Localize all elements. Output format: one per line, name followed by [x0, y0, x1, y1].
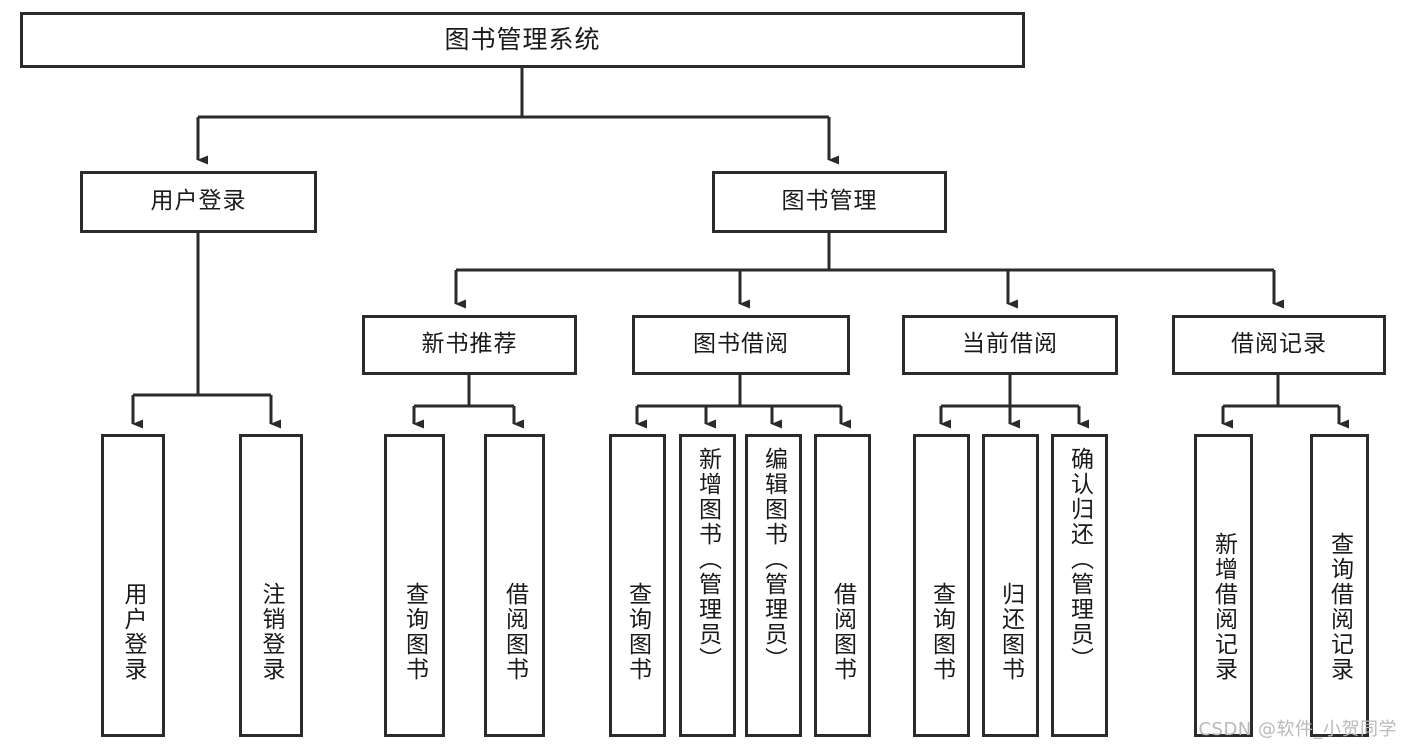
- node-label: 图书管理: [781, 188, 878, 215]
- node-book-borrow[interactable]: 图书借阅: [632, 315, 850, 375]
- node-borrow-records[interactable]: 借阅记录: [1172, 315, 1386, 375]
- node-user-login[interactable]: 用户登录: [80, 171, 317, 233]
- node-label: 借阅图书: [501, 582, 528, 682]
- node-label: 新增借阅记录: [1210, 532, 1237, 682]
- node-label: 查询图书: [401, 582, 428, 682]
- node-label: 查询图书: [624, 582, 651, 682]
- node-label: 确认归还（管理员）: [1066, 447, 1093, 672]
- leaf-new-book-query[interactable]: 查询图书: [384, 434, 445, 737]
- leaf-records-query-record[interactable]: 查询借阅记录: [1310, 434, 1369, 737]
- leaf-borrow-borrow-book[interactable]: 借阅图书: [814, 434, 871, 737]
- node-label: 编辑图书（管理员）: [760, 447, 787, 672]
- node-label: 新书推荐: [421, 331, 518, 358]
- node-label: 当前借阅: [962, 331, 1058, 358]
- leaf-records-add-record[interactable]: 新增借阅记录: [1194, 434, 1253, 737]
- node-label: 新增图书（管理员）: [694, 447, 721, 672]
- node-label: 图书管理系统: [444, 25, 601, 55]
- node-root-system[interactable]: 图书管理系统: [20, 12, 1025, 68]
- node-label: 查询图书: [928, 582, 955, 682]
- node-label: 注销登录: [258, 582, 285, 682]
- node-current-borrow[interactable]: 当前借阅: [902, 315, 1118, 375]
- csdn-watermark: CSDN @软件_小贺同学: [1198, 719, 1397, 740]
- node-label: 归还图书: [997, 582, 1024, 682]
- leaf-borrow-query-book[interactable]: 查询图书: [609, 434, 666, 737]
- node-label: 查询借阅记录: [1326, 532, 1353, 682]
- leaf-user-login-logout[interactable]: 注销登录: [239, 434, 303, 737]
- leaf-current-query-book[interactable]: 查询图书: [913, 434, 970, 737]
- node-label: 借阅记录: [1231, 331, 1327, 358]
- node-label: 图书借阅: [693, 331, 789, 358]
- leaf-borrow-edit-book-admin[interactable]: 编辑图书（管理员）: [745, 434, 802, 737]
- leaf-borrow-add-book-admin[interactable]: 新增图书（管理员）: [679, 434, 736, 737]
- node-label: 用户登录: [120, 582, 147, 682]
- leaf-new-book-borrow[interactable]: 借阅图书: [484, 434, 545, 737]
- leaf-user-login-login[interactable]: 用户登录: [101, 434, 165, 737]
- leaf-current-return-book[interactable]: 归还图书: [982, 434, 1039, 737]
- leaf-current-confirm-return-admin[interactable]: 确认归还（管理员）: [1051, 434, 1108, 737]
- node-book-management[interactable]: 图书管理: [712, 171, 947, 233]
- node-label: 用户登录: [150, 188, 247, 215]
- node-new-book-recommend[interactable]: 新书推荐: [362, 315, 577, 375]
- node-label: 借阅图书: [829, 582, 856, 682]
